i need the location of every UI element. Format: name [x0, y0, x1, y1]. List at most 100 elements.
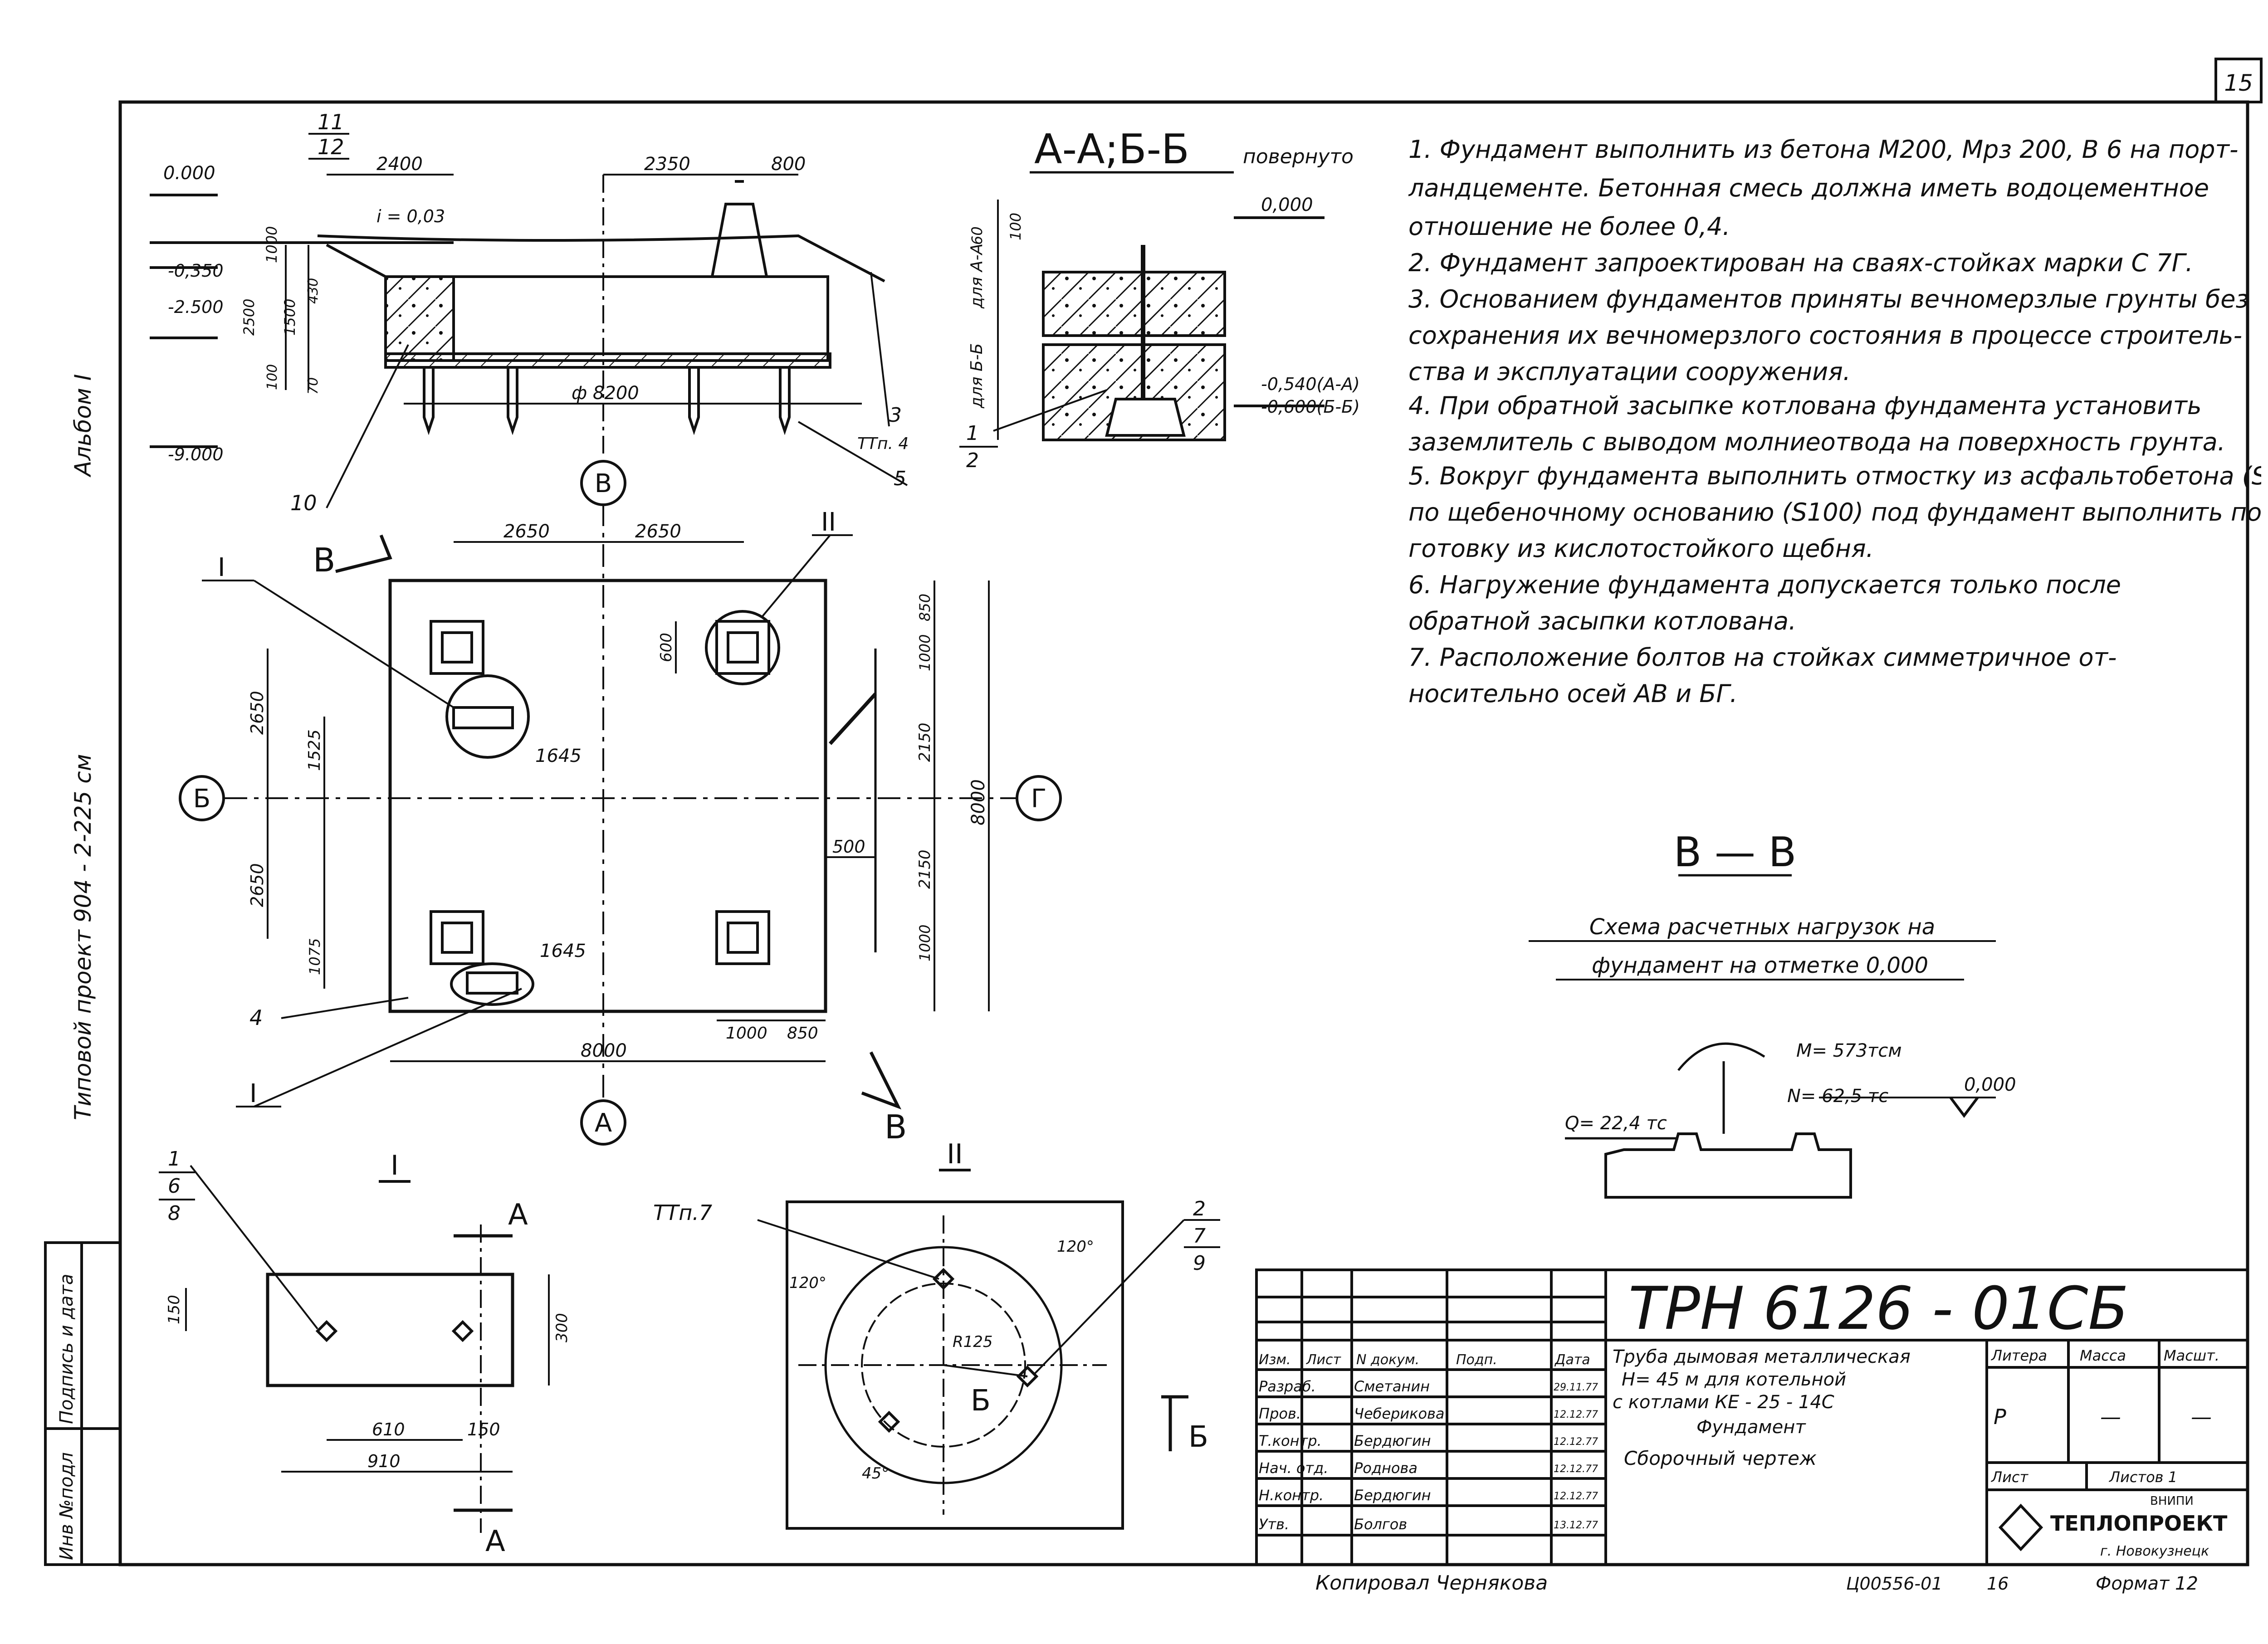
- axis-a-bubble: [580, 1099, 626, 1146]
- dim-2400: 2400: [376, 154, 423, 175]
- tt4: ТТп. 4: [857, 434, 909, 453]
- detail-i-pos-6: 6: [168, 1175, 181, 1198]
- scheme-subtitle2: фундамент на отметке 0,000: [1592, 953, 1928, 978]
- cut-arrow-b-bottom: [861, 1051, 902, 1110]
- lvl-25: -2.500: [168, 297, 224, 317]
- tb-date-1: 12.12.77: [1554, 1409, 1598, 1420]
- axis-b-label: Б: [193, 784, 210, 814]
- cut-arrow-b-top: [335, 534, 392, 573]
- cut-b-arrow: [1161, 1395, 1188, 1451]
- bolt-hole-top: [932, 1268, 955, 1290]
- plan-dim-1645b: 1645: [540, 941, 586, 961]
- leader-1-detail: [190, 1165, 318, 1330]
- leader-i-upper: [253, 580, 455, 708]
- dia-8200: ф 8200: [572, 383, 639, 404]
- plan-section-v-top: В: [313, 541, 335, 579]
- note-line-8: заземлитель с выводом молниеотвода на по…: [1408, 428, 2225, 456]
- detail-i-cut-top: А: [508, 1198, 528, 1232]
- plan-callout-3: I: [249, 1079, 257, 1108]
- plan-dim-2150a: 2150: [916, 722, 934, 762]
- pile-4: [779, 367, 791, 435]
- radius-line: [943, 1364, 1028, 1377]
- axis-v-label: В: [595, 469, 612, 498]
- tb-scale-val: —: [2191, 1405, 2212, 1429]
- pos-3: 3: [889, 404, 902, 427]
- plan-dim-850a: 850: [916, 594, 934, 621]
- plan-dim-8000v: 8000: [968, 779, 989, 825]
- tb-name-5: Болгов: [1354, 1516, 1407, 1533]
- section-label-bb: для Б-Б: [968, 343, 986, 409]
- detail-ii-view: [757, 1169, 1220, 1530]
- scheme-normal: N= 62,5 тс: [1787, 1086, 1888, 1107]
- plan-dim-1000b: 1000: [916, 925, 934, 961]
- tb-date-2: 12.12.77: [1554, 1436, 1598, 1448]
- plan-dim-8000h: 8000: [581, 1040, 627, 1061]
- tb-name-2: Бердюгин: [1354, 1432, 1431, 1449]
- scheme-subtitle1: Схема расчетных нагрузок на: [1589, 914, 1935, 940]
- axis-v-bubble: [580, 460, 626, 506]
- tb-date-3: 12.12.77: [1554, 1464, 1598, 1475]
- section-dim-60: 60: [968, 226, 986, 245]
- plan-dim-2650d: 2650: [247, 863, 267, 907]
- base-slab: [384, 352, 831, 369]
- dim-2350: 2350: [644, 154, 690, 175]
- plate-lower: [466, 971, 518, 995]
- plan-section-v-bottom: В: [885, 1108, 907, 1146]
- plate-upper: [452, 706, 514, 729]
- footer-copied: Копировал Чернякова: [1315, 1571, 1548, 1595]
- section-aa-view: [959, 171, 1325, 448]
- leader-3: [870, 272, 890, 427]
- slope: i = 0,03: [376, 206, 445, 226]
- detail-i-title: I: [391, 1150, 399, 1181]
- axis-g-label: Г: [1031, 784, 1046, 814]
- side-project: Типовой проект 904 - 2-225 см: [70, 754, 96, 1120]
- note-line-15: носительно осей АВ и БГ.: [1408, 679, 1738, 708]
- pos-11: 11: [318, 110, 344, 134]
- detail-ii-tt7: ТТп.7: [653, 1200, 712, 1225]
- tb-date-0: 29.11.77: [1554, 1382, 1598, 1393]
- section-level-a: -0,540(А-А): [1261, 374, 1360, 394]
- load-scheme-view: [1529, 874, 1996, 1199]
- detail-ii-45: 45°: [862, 1464, 889, 1483]
- plan-pos-4: 4: [249, 1005, 263, 1030]
- note-line-2: отношение не более 0,4.: [1408, 212, 1730, 241]
- plan-dim-1645a: 1645: [535, 746, 582, 766]
- leader-2-detail: [1033, 1219, 1185, 1375]
- pos-10: 10: [290, 491, 317, 515]
- tb-role-2: Т.контр.: [1259, 1432, 1322, 1449]
- section-dim-100: 100: [1007, 213, 1024, 240]
- pedestal-tl: [430, 620, 484, 675]
- note-line-12: 6. Нагружение фундамента допускается тол…: [1408, 571, 2121, 599]
- tb-name-0: Сметанин: [1354, 1378, 1430, 1395]
- detail-i-dim-300: 300: [553, 1313, 571, 1342]
- axis-a-label: А: [595, 1108, 612, 1138]
- detail-i-plate: [266, 1273, 514, 1387]
- bolt-pocket: [1105, 398, 1186, 437]
- tb-litera: Литера: [1991, 1347, 2047, 1364]
- tb-desc5: Сборочный чертеж: [1624, 1447, 1817, 1469]
- scheme-moment: М= 573тсм: [1796, 1040, 1902, 1061]
- tb-org1: ВНИПИ: [2150, 1494, 2194, 1508]
- pedestal-bl-inner: [441, 922, 473, 954]
- scheme-level: 0,000: [1964, 1074, 2016, 1095]
- pier-hatched: [384, 275, 455, 362]
- detail-i-pos-1: 1: [168, 1147, 181, 1171]
- detail-i-view: [159, 1165, 550, 1533]
- page-number: 15: [2224, 70, 2253, 96]
- pedestal-tl-inner: [441, 631, 473, 663]
- outer-frame: [118, 100, 2249, 1566]
- detail-ii-title: II: [947, 1138, 963, 1170]
- tb-name-3: Роднова: [1354, 1459, 1418, 1477]
- detail-ii-pos-9: 9: [1193, 1252, 1206, 1275]
- tb-name-4: Бердюгин: [1354, 1487, 1431, 1504]
- pile-2: [507, 367, 518, 435]
- tb-listov: Листов 1: [2109, 1468, 2177, 1486]
- org-logo-icon: [1998, 1503, 2043, 1551]
- axis-g-bubble: [1016, 775, 1062, 821]
- scheme-shear: Q= 22,4 тс: [1565, 1113, 1667, 1134]
- tb-date-4: 12.12.77: [1554, 1491, 1598, 1502]
- detail-i-dim-150h: 150: [467, 1420, 500, 1439]
- moment-arc: [1677, 1042, 1765, 1071]
- footer-sheet: 16: [1987, 1574, 2009, 1594]
- dim-1000: 1000: [263, 226, 280, 263]
